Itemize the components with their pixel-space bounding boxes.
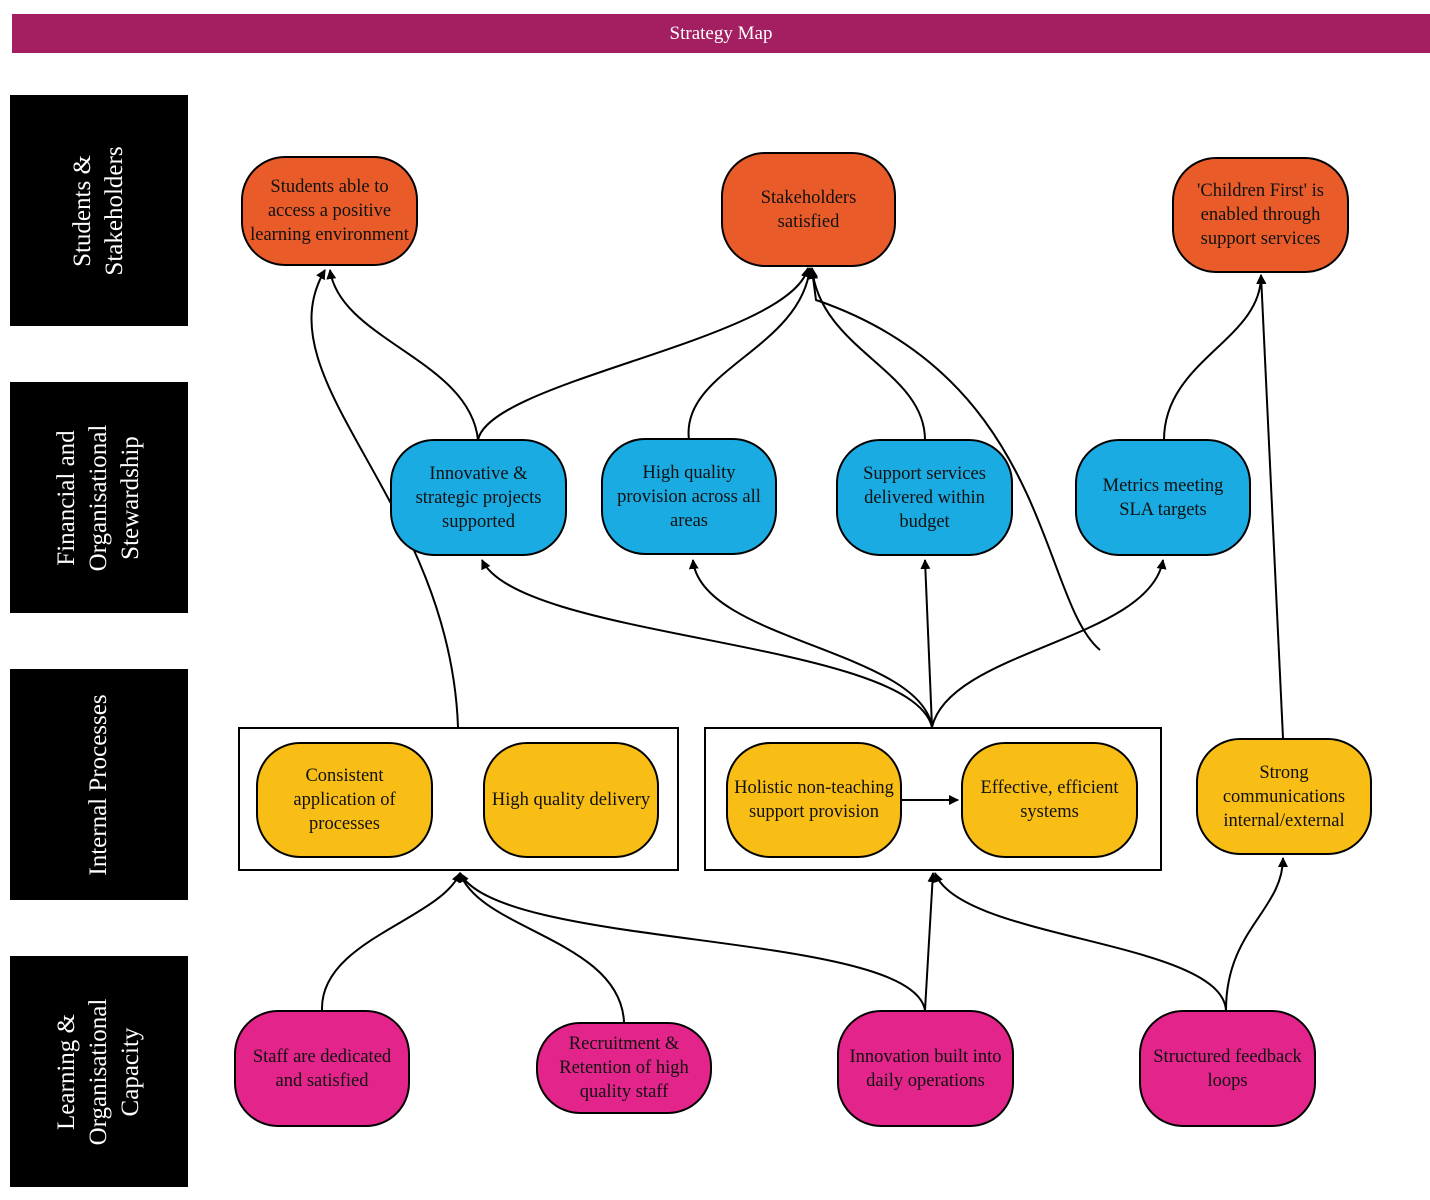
band-financial-stewardship: Financial and Organisational Stewardship bbox=[10, 382, 188, 613]
connector-innovation-to-support bbox=[924, 872, 938, 1011]
connector-recruitment-to-processes bbox=[458, 872, 625, 1023]
node-students-positive-learning: Students able to access a positive learn… bbox=[241, 156, 418, 266]
node-staff-dedicated: Staff are dedicated and satisfied bbox=[234, 1010, 410, 1127]
node-innovation-daily: Innovation built into daily operations bbox=[837, 1010, 1014, 1127]
node-consistent-processes: Consistent application of processes bbox=[256, 742, 433, 858]
band-students-stakeholders: Students & Stakeholders bbox=[10, 95, 188, 326]
band-learning-capacity: Learning & Organisational Capacity bbox=[10, 956, 188, 1187]
node-children-first: 'Children First' is enabled through supp… bbox=[1172, 157, 1349, 273]
connector-support-group-to-budget bbox=[920, 559, 933, 728]
processes-group-right bbox=[704, 727, 1162, 871]
page-title: Strategy Map bbox=[12, 14, 1430, 53]
connector-feedback-to-communications bbox=[1225, 857, 1288, 1011]
node-support-budget: Support services delivered within budget bbox=[836, 439, 1013, 556]
connector-communications-to-children bbox=[1256, 274, 1284, 739]
connector-feedback-to-support bbox=[933, 872, 1227, 1011]
connector-support-group-to-innovative bbox=[481, 559, 933, 728]
node-high-quality-provision: High quality provision across all areas bbox=[601, 438, 777, 555]
node-strong-communications: Strong communications internal/external bbox=[1196, 738, 1372, 855]
connector-metrics-to-children bbox=[1163, 274, 1267, 441]
connector-support-group-to-quality bbox=[688, 559, 933, 728]
node-metrics-sla: Metrics meeting SLA targets bbox=[1075, 439, 1251, 556]
node-holistic-support: Holistic non-teaching support provision bbox=[726, 742, 902, 858]
connector-innovative-to-stakeholders bbox=[477, 267, 811, 441]
connector-support-group-to-metrics bbox=[931, 559, 1167, 728]
band-label: Learning & Organisational Capacity bbox=[53, 998, 144, 1145]
connector-innovation-to-processes bbox=[459, 872, 926, 1011]
band-internal-processes: Internal Processes bbox=[10, 669, 188, 900]
connector-staff-to-processes bbox=[320, 872, 462, 1011]
connector-innovative-to-students bbox=[326, 269, 479, 441]
node-effective-systems: Effective, efficient systems bbox=[961, 742, 1138, 858]
node-high-quality-delivery: High quality delivery bbox=[483, 742, 659, 858]
band-label: Financial and Organisational Stewardship bbox=[53, 424, 144, 571]
band-label: Internal Processes bbox=[85, 693, 112, 876]
connector-budget-to-stakeholders bbox=[807, 267, 926, 441]
node-feedback-loops: Structured feedback loops bbox=[1139, 1010, 1316, 1127]
band-label: Students & Stakeholders bbox=[69, 145, 128, 276]
node-recruitment-retention: Recruitment & Retention of high quality … bbox=[536, 1022, 712, 1114]
connector-quality-to-stakeholders bbox=[687, 267, 814, 441]
node-stakeholders-satisfied: Stakeholders satisfied bbox=[721, 152, 896, 267]
node-innovative-projects: Innovative & strategic projects supporte… bbox=[390, 439, 567, 556]
processes-group-left bbox=[238, 727, 679, 871]
